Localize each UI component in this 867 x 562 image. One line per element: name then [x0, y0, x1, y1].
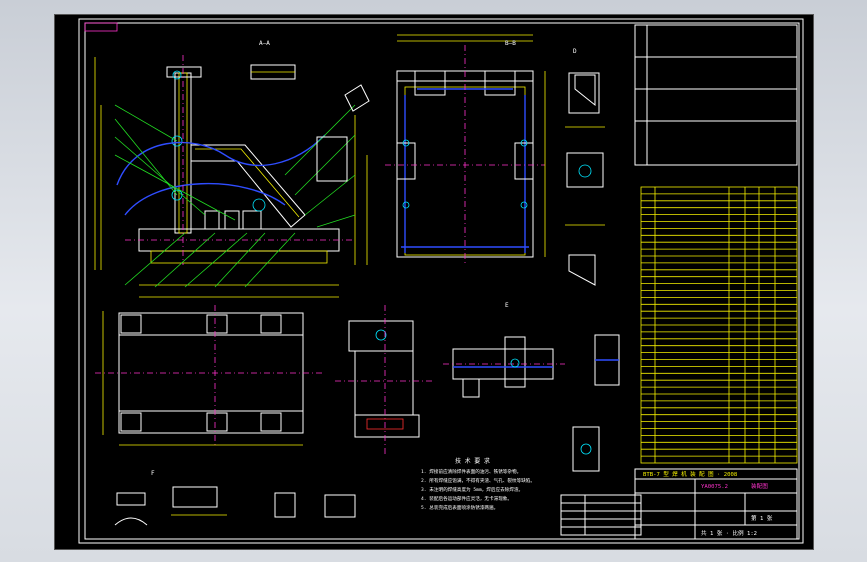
parts-list — [640, 186, 798, 464]
title-block — [634, 468, 798, 540]
revision-table — [634, 24, 798, 166]
tech-line-3: 3. 未注明的焊缝高度为 5mm，焊后应去除焊渣。 — [421, 486, 523, 493]
cad-drawing-viewport[interactable]: A—A B—B D — [54, 14, 814, 550]
inner-frame — [84, 22, 800, 540]
middle-plan-view — [335, 305, 435, 455]
notes-table — [560, 494, 642, 536]
label-detail-3: F — [151, 470, 155, 477]
front-view — [94, 55, 370, 298]
drawing-sheet: A—A B—B D — [78, 18, 804, 544]
tech-line-1: 1. 焊接前应清除焊件表面的油污、铁锈等杂物。 — [421, 468, 521, 475]
sheet-number: 第 1 张 — [751, 514, 773, 522]
label-detail-2: E — [505, 302, 509, 309]
detail-column — [565, 72, 605, 286]
tech-requirements: 技 术 要 求 1. 焊接前应清除焊件表面的油污、铁锈等杂物。 2. 所有焊缝应… — [421, 457, 535, 511]
top-view — [95, 305, 325, 446]
tech-line-2: 2. 所有焊缝应饱满，不得有夹渣、气孔、裂纹等缺陷。 — [421, 477, 535, 484]
label-detail-1: D — [573, 48, 577, 55]
assembly-detail — [443, 334, 620, 472]
outer-frame — [78, 18, 804, 544]
tech-line-4: 4. 装配后各运动部件应灵活，无卡滞现象。 — [421, 495, 512, 502]
tech-line-5: 5. 总装完成后表面喷涂防锈漆两遍。 — [421, 504, 498, 511]
label-side-view: B—B — [505, 40, 516, 47]
side-view — [385, 34, 546, 265]
sheet-tag — [84, 22, 118, 32]
label-main-view: A—A — [259, 40, 270, 47]
drawing-number: YA0075.2 — [701, 484, 728, 490]
bottom-details — [114, 486, 356, 526]
title-footer: 共 1 张 · 比例 1:2 — [701, 529, 757, 537]
tech-heading: 技 术 要 求 — [455, 457, 490, 465]
assembly-label: 装配图 — [751, 482, 768, 490]
drawing-title: BTB-7 型 焊 机 装 配 图 · 2008 — [643, 470, 738, 478]
